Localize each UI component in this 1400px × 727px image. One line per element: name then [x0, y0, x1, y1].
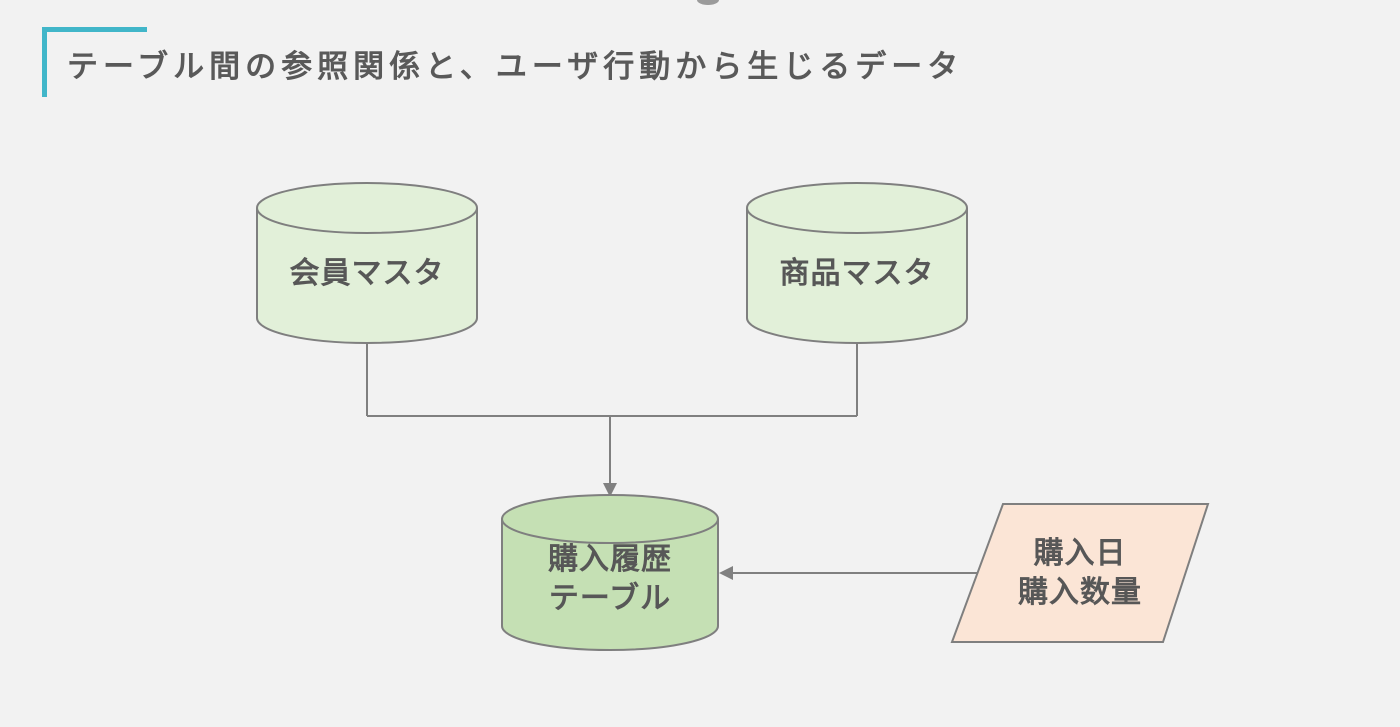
product-master-cylinder-top-arc	[746, 207, 968, 234]
member-master-cylinder-top-arc	[256, 207, 478, 234]
arrowhead-down-icon	[603, 483, 617, 497]
arrowhead-left-icon	[719, 566, 733, 580]
title-accent-bracket-vertical	[42, 27, 47, 97]
product-master-cylinder-body	[746, 182, 968, 344]
purchase-history-cylinder-top-arc	[501, 518, 719, 544]
member-master-cylinder	[256, 182, 478, 344]
user-action-data-parallelogram	[950, 503, 1210, 643]
title-accent-bracket-horizontal	[42, 27, 147, 32]
purchase-history-cylinder-body	[501, 494, 719, 651]
page-title: テーブル間の参照関係と、ユーザ行動から生じるデータ	[67, 49, 964, 84]
top-edge-artifact	[697, 0, 719, 5]
member-master-cylinder-body	[256, 182, 478, 344]
purchase-history-cylinder	[501, 494, 719, 651]
product-master-cylinder	[746, 182, 968, 344]
